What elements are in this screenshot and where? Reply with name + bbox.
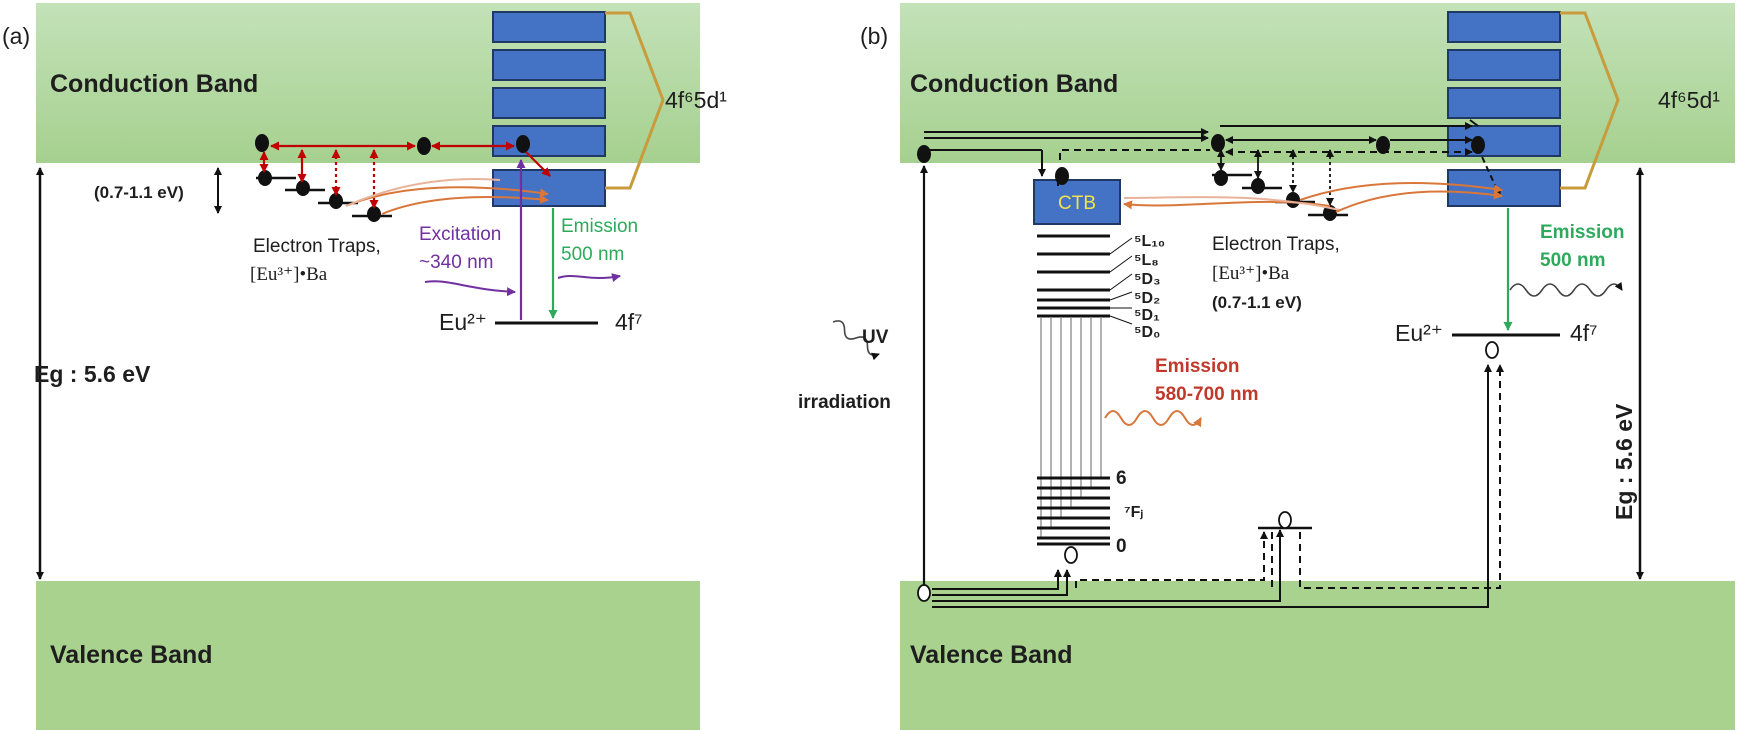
panel-b-electron-cb-left (917, 145, 931, 163)
uv-label-2: irradiation (798, 392, 891, 413)
panel-b-hole-trap (1278, 511, 1292, 529)
panel-a-detrapping-arrows (345, 178, 549, 215)
level-5D2: ⁵D₂ (1134, 290, 1160, 307)
panel-a-emission-wave (557, 273, 621, 282)
panel-a-excitation-label-2: ~340 nm (419, 252, 493, 273)
5d-box-3 (492, 87, 606, 119)
panel-a-excitation-wave (424, 280, 516, 297)
panel-b-hole-left (917, 584, 931, 602)
panel-b-red-emission-wave (1104, 410, 1202, 428)
panel-b-green-emission-2: 500 nm (1540, 250, 1605, 271)
panel-a-valence-band-label: Valence Band (50, 641, 213, 669)
f-level-0: 0 (1116, 536, 1127, 557)
panel-b-trap-range: (0.7-1.1 eV) (1212, 293, 1302, 312)
panel-b-4f7-label: 4f⁷ (1570, 320, 1598, 346)
panel-a-5d-config: 4f⁶5d¹ (665, 87, 727, 113)
panel-b-red-emission-2: 580-700 nm (1155, 384, 1259, 405)
f-level-6: 6 (1116, 468, 1127, 489)
panel-a-trapped-electrons (255, 134, 530, 222)
panel-b-traps-label-1: Electron Traps, (1212, 234, 1340, 255)
f-level-7Fj: ⁷Fⱼ (1124, 504, 1143, 521)
panel-a-emission-label-1: Emission (561, 216, 638, 237)
panel-a-bandgap-label: Eg : 5.6 eV (34, 361, 151, 387)
panel-b-cb-electrons (1055, 134, 1485, 185)
panel-a-traps-label-2: [Eu³⁺]•Ba (250, 264, 328, 285)
5d-box-1 (492, 11, 606, 43)
panel-b-eu-ion: Eu²⁺ (1395, 320, 1443, 346)
panel-b-brace (1560, 11, 1620, 190)
level-5D1: ⁵D₁ (1134, 307, 1160, 324)
level-5D0: ⁵D₀ (1134, 324, 1160, 341)
panel-a-4f7-label: 4f⁷ (615, 309, 643, 335)
panel-a-label: (a) (2, 23, 30, 49)
5d-box-2 (492, 49, 606, 81)
panel-b-detrapping-arrows (1123, 181, 1503, 213)
panel-a-brace (605, 11, 665, 190)
panel-b-label: (b) (860, 23, 888, 49)
panel-b-radiative-transitions (1040, 318, 1102, 538)
5d-box-4 (492, 125, 606, 157)
panel-b-level-labels: ⁵L₁₀ ⁵L₈ ⁵D₃ ⁵D₂ ⁵D₁ ⁵D₀ (1134, 233, 1165, 341)
panel-b-7F-levels (1037, 476, 1110, 546)
panel-b-red-emission-1: Emission (1155, 356, 1239, 377)
panel-a-emission-label-2: 500 nm (561, 244, 624, 265)
panel-a-valence-band (36, 581, 700, 730)
ctb-label: CTB (1058, 193, 1096, 214)
level-5L8: ⁵L₈ (1134, 252, 1159, 269)
panel-a-5d-levels (492, 11, 606, 207)
panel-b-traps-label-2: [Eu³⁺]•Ba (1212, 263, 1290, 284)
panel-a-trap-range: (0.7-1.1 eV) (94, 183, 184, 202)
panel-b-eu3-levels (1037, 234, 1110, 318)
panel-b-green-emission-wave (1509, 281, 1623, 297)
panel-b-green-emission-1: Emission (1540, 222, 1624, 243)
panel-b-bandgap-label: Eg : 5.6 eV (1611, 403, 1637, 520)
panel-a-conduction-band-label: Conduction Band (50, 70, 258, 98)
panel-a: (a) Conduction Band Valence Band 4f⁶5d¹ … (2, 3, 727, 730)
panel-b: (b) Conduction Band Valence Band 4f⁶5d¹ … (798, 3, 1735, 730)
panel-b-valence-band-label: Valence Band (910, 641, 1073, 669)
panel-a-traps-label-1: Electron Traps, (253, 236, 381, 257)
panel-b-trapped-electrons (1214, 170, 1337, 221)
uv-label-1: UV (862, 327, 889, 348)
panel-b-5d-config: 4f⁶5d¹ (1658, 87, 1720, 113)
panel-b-hole-ctb (1064, 546, 1078, 564)
panel-b-5d-levels (1447, 11, 1561, 207)
level-5L10: ⁵L₁₀ (1134, 233, 1165, 250)
panel-a-trap-exchange-arrows (259, 141, 551, 209)
panel-b-conduction-band-label: Conduction Band (910, 70, 1118, 98)
ctb-box (1033, 179, 1121, 225)
panel-b-valence-band (900, 581, 1735, 730)
panel-b-vb-hole-migration (932, 364, 1504, 608)
panel-b-trap-exchange (1217, 149, 1334, 206)
panel-b-level-pointers (1109, 237, 1133, 325)
panel-a-excitation-label-1: Excitation (419, 224, 501, 245)
panel-b-hole-eu (1485, 341, 1499, 359)
level-5D3: ⁵D₃ (1134, 271, 1160, 288)
panel-a-eu-ion: Eu²⁺ (439, 309, 487, 335)
uv-wave (832, 320, 880, 361)
